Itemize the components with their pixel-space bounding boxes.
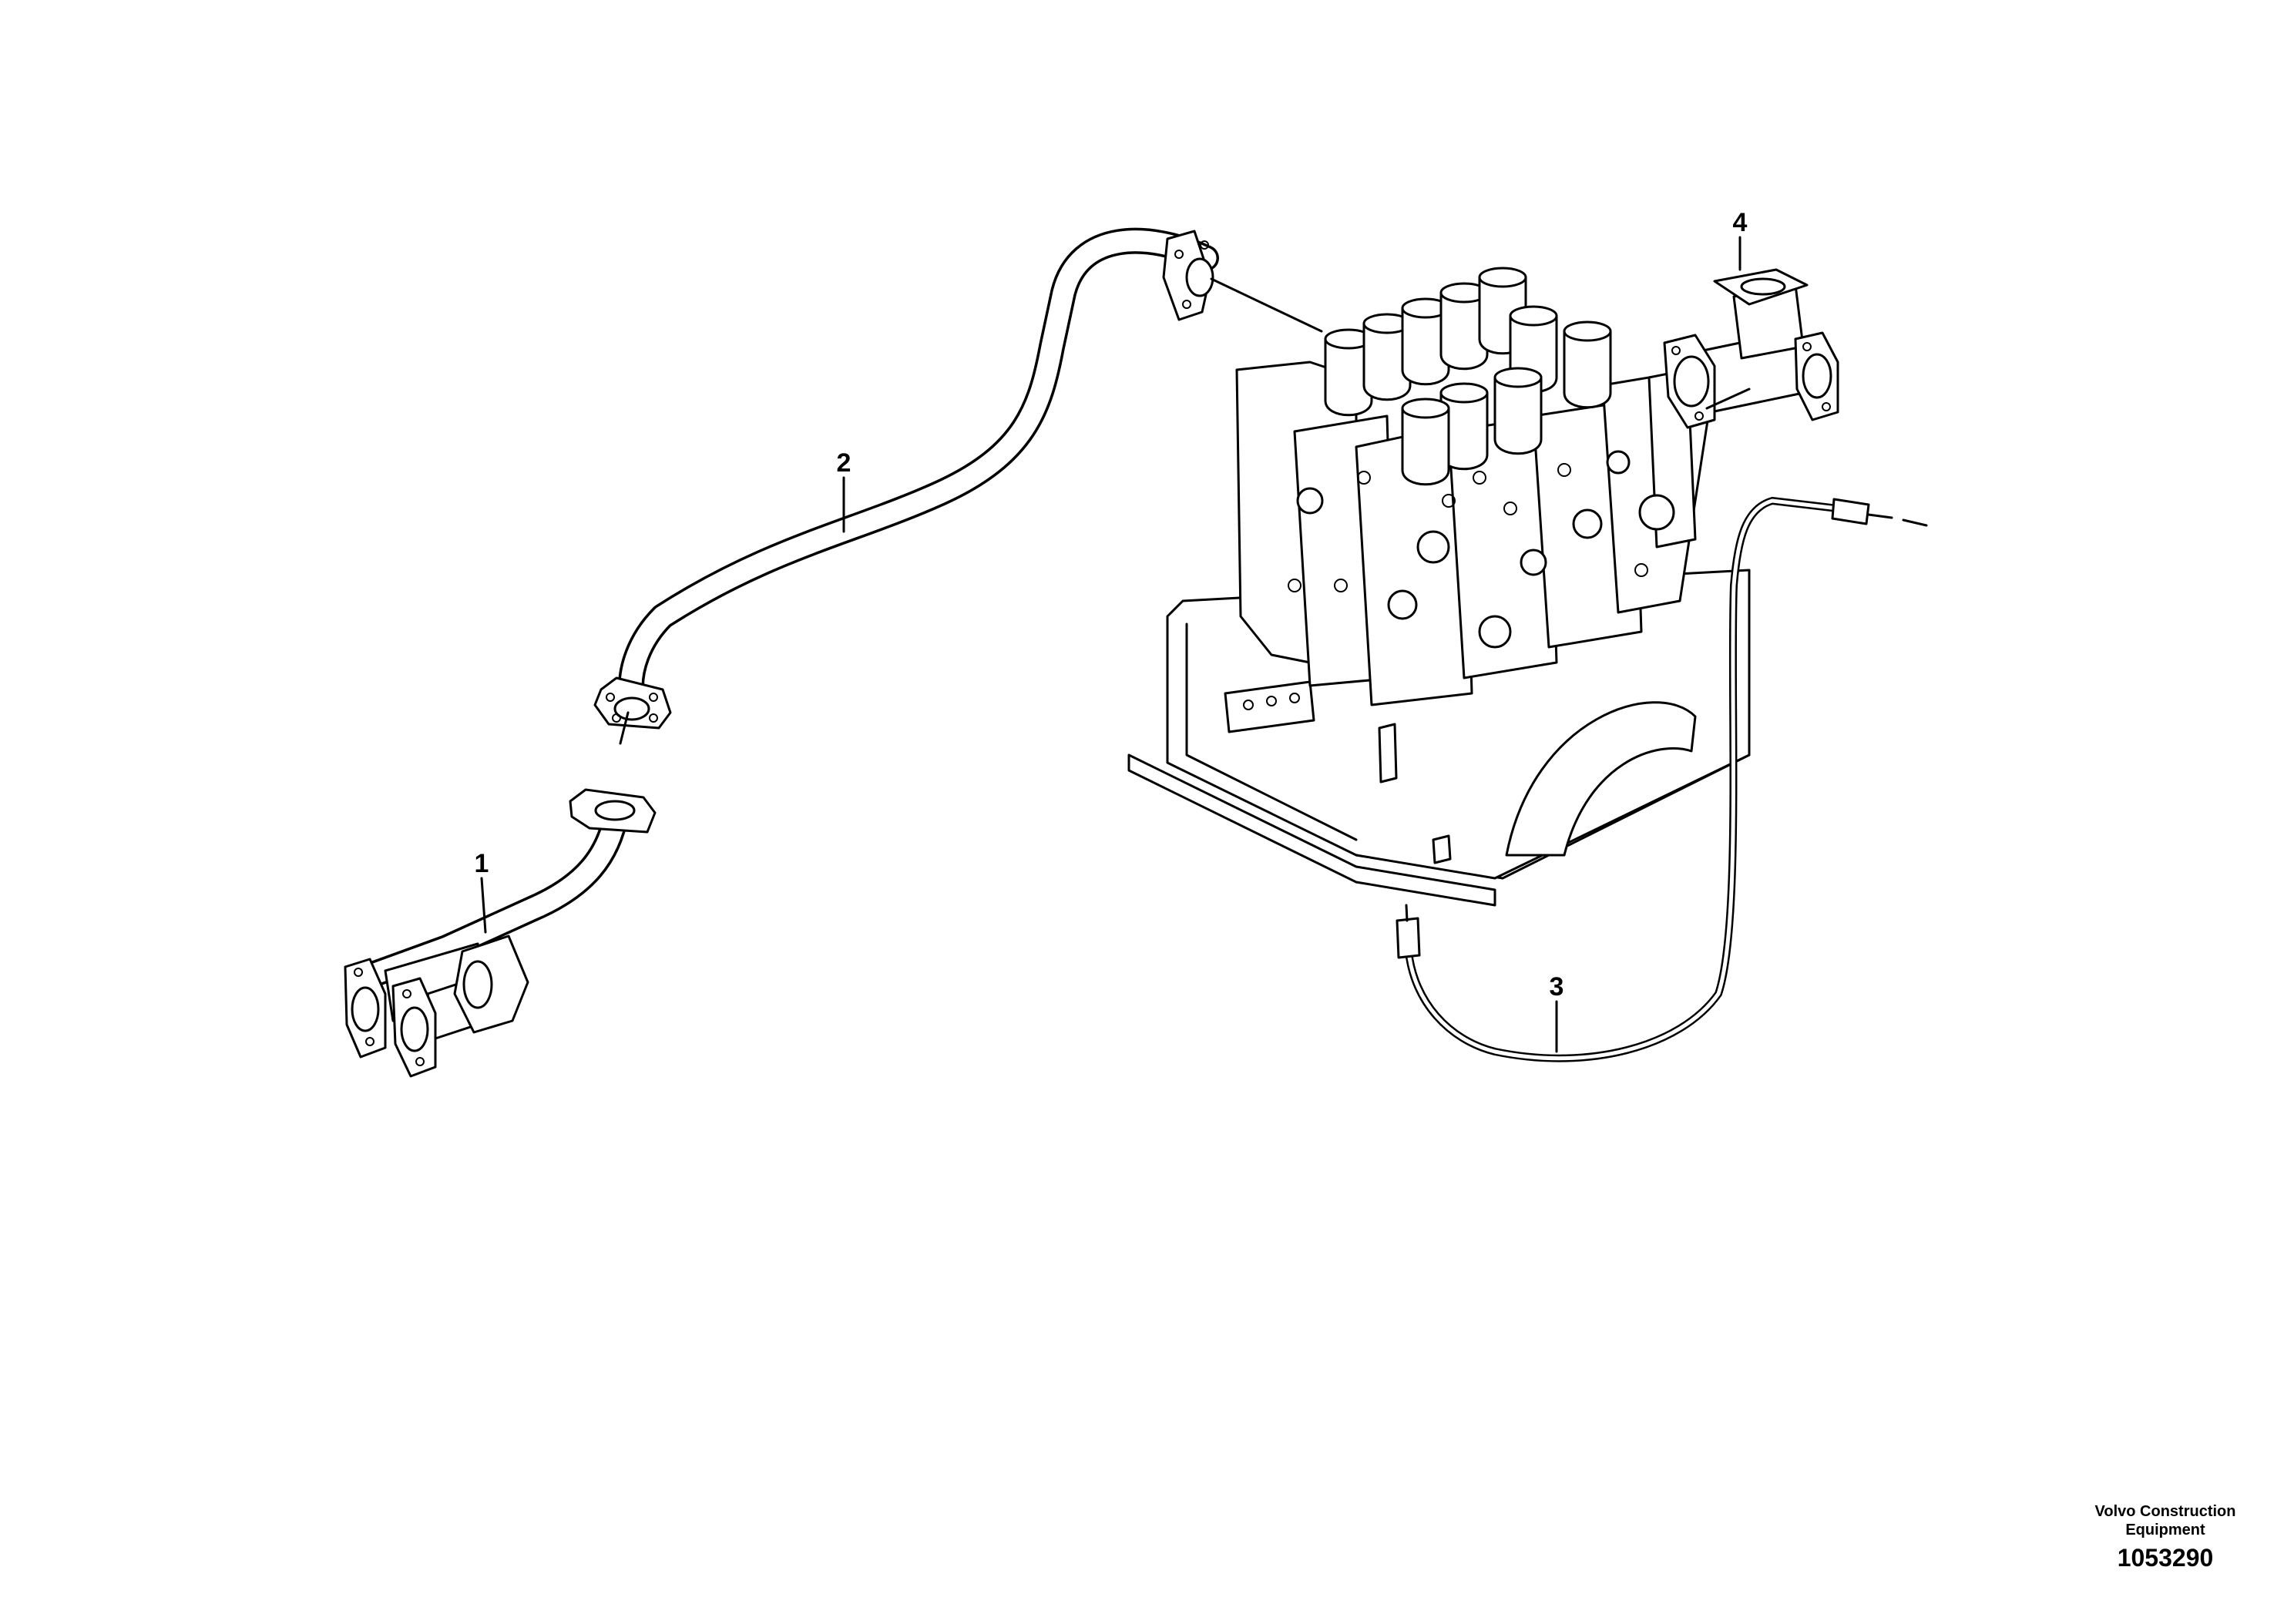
solenoid-cartridges <box>1324 267 1612 486</box>
tee-left-flange <box>1663 334 1716 429</box>
part-2-pipe <box>593 227 1323 730</box>
pipe-2-connection-line <box>1210 277 1323 333</box>
tee-connection-line <box>1705 388 1751 410</box>
drawing-number: 1053290 <box>2117 1544 2214 1572</box>
callout-4: 4 <box>1733 208 1748 237</box>
credit-company: Volvo Construction <box>2094 1503 2236 1520</box>
part-3-hose <box>1396 496 1928 1062</box>
pipe-2-lower-flange <box>593 676 672 730</box>
hose-right-fitting <box>1831 498 1870 525</box>
control-valve-assembly <box>1127 267 1751 907</box>
credit-company-line2: Equipment <box>2125 1522 2205 1538</box>
credit-block: Volvo Construction Equipment 1053290 <box>2034 1502 2294 1573</box>
pipe-1-left-flange-b <box>391 977 437 1078</box>
callout-1: 1 <box>475 849 489 878</box>
callout-leaders <box>480 236 1741 1053</box>
hose-left-fitting <box>1396 917 1421 959</box>
part-1-pipe-assembly <box>344 788 657 1078</box>
callout-2: 2 <box>837 448 851 478</box>
pipe-2-upper-flange <box>1162 230 1214 321</box>
tee-right-flange <box>1794 331 1839 421</box>
callout-3: 3 <box>1550 972 1564 1002</box>
pipe-1-left-flange-a <box>344 958 387 1059</box>
leader-2b <box>619 711 630 745</box>
leader-1 <box>480 877 487 934</box>
valve-body <box>1235 361 1712 706</box>
part-4-flange-tee <box>1663 268 1839 429</box>
